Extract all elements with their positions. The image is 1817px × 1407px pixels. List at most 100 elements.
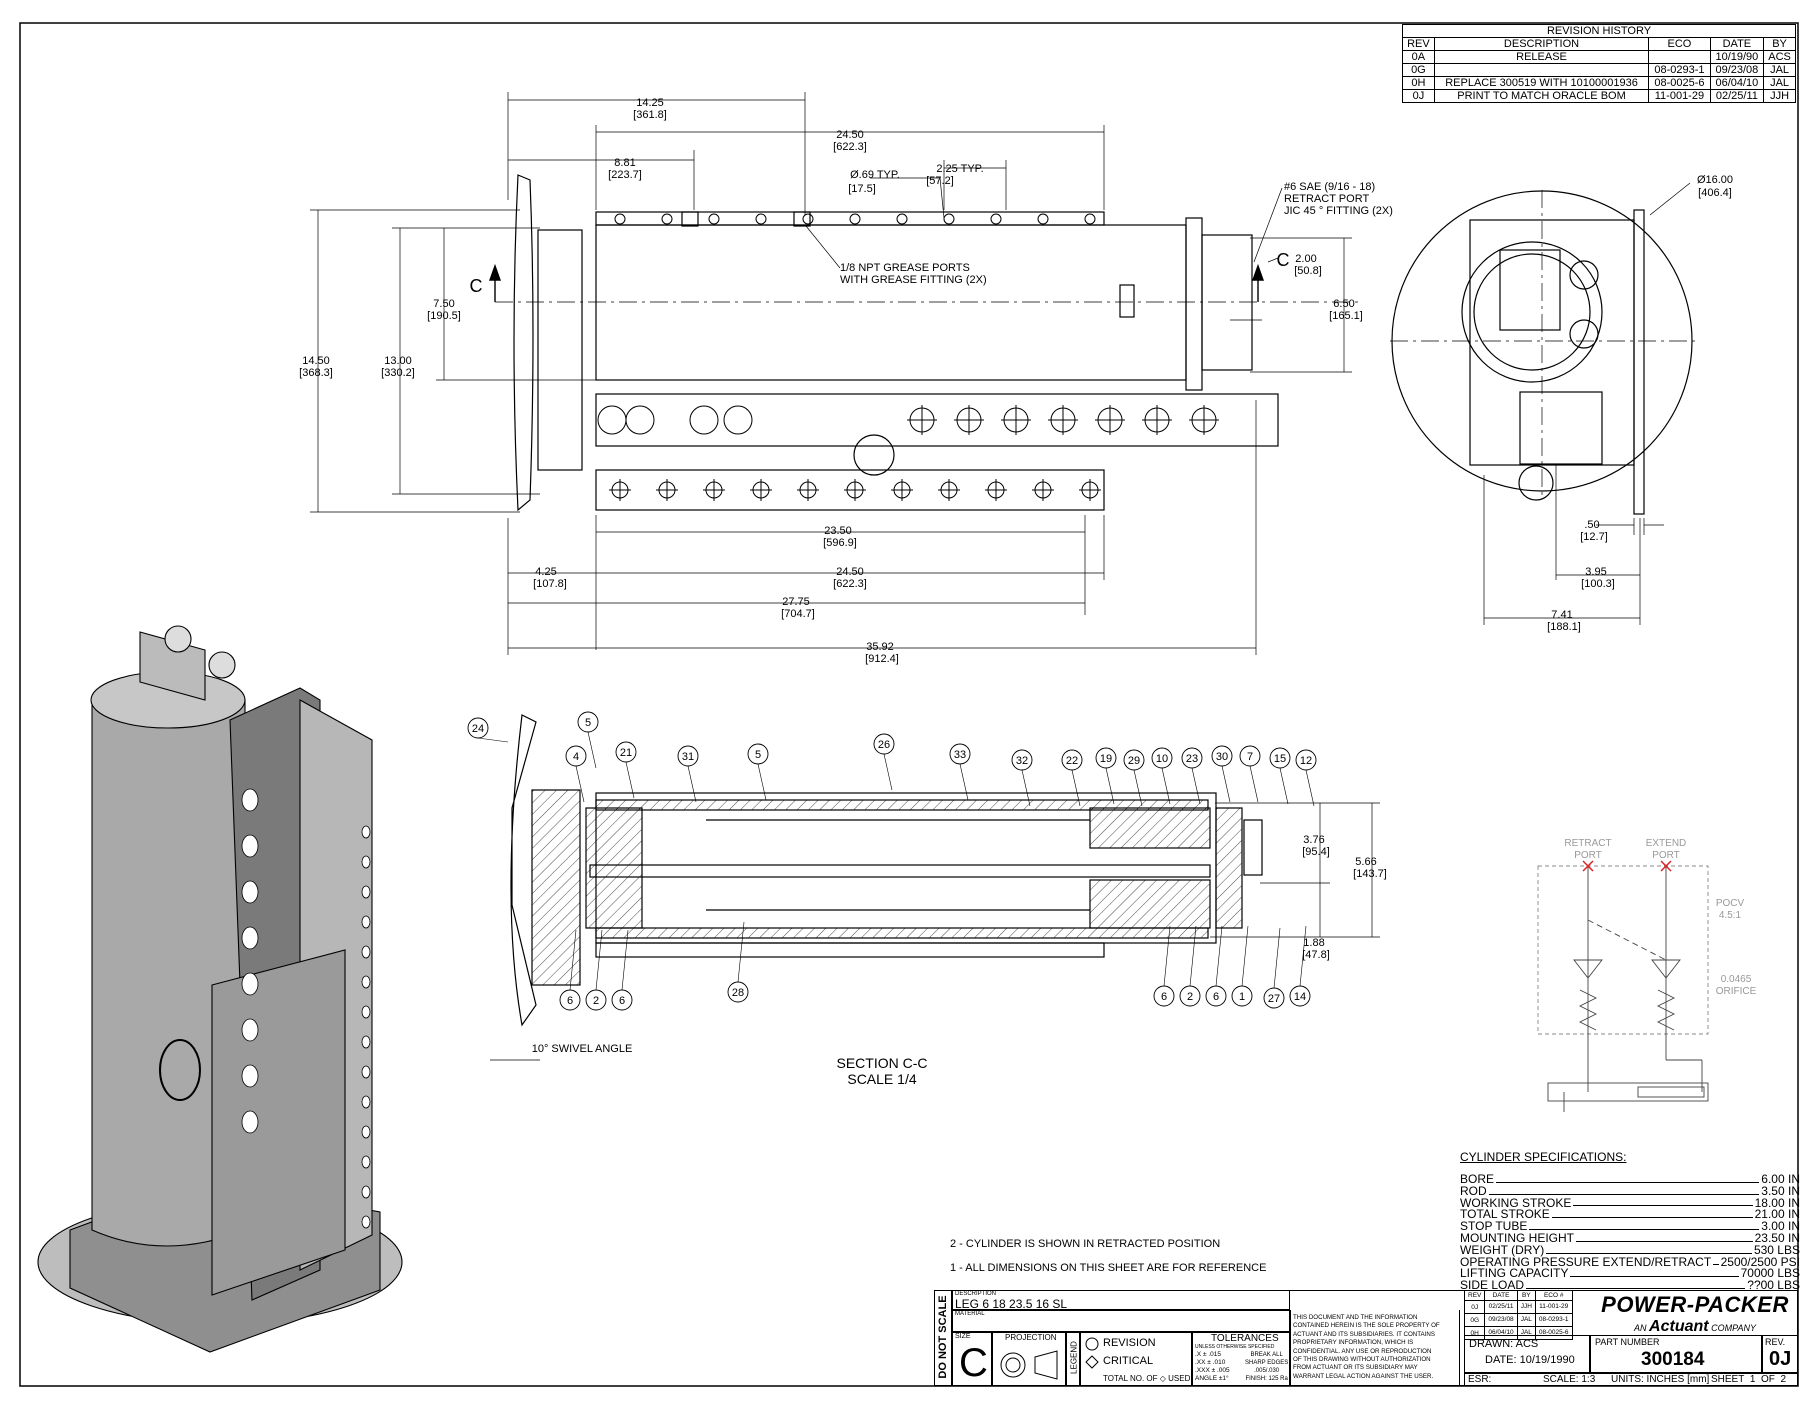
revision-history-header: REV DESCRIPTION ECO DATE BY — [1402, 37, 1796, 51]
dim-text: [330.2] — [381, 367, 415, 379]
rail-hole — [896, 213, 908, 225]
item-balloon — [1295, 749, 1317, 771]
col-header: ECO — [1648, 37, 1711, 51]
drawn-box: DRAWN: ACS DATE: 10/19/1990 — [1464, 1335, 1590, 1373]
lock-pin-ring — [853, 434, 895, 476]
cell: 08-0293-1 — [1648, 63, 1711, 77]
scale-label: SCALE: 1:3 — [1543, 1374, 1596, 1385]
rail-hole — [943, 213, 955, 225]
spec-value: 3.50 IN — [1761, 1183, 1800, 1198]
dim-text: [100.3] — [1581, 578, 1615, 590]
col-header: DATE — [1709, 37, 1765, 51]
item-balloon — [1011, 749, 1033, 771]
hex-plug — [1569, 260, 1599, 290]
balloon-number: 6 — [1213, 991, 1219, 1003]
iso-hole — [241, 1110, 259, 1134]
balloon-number: 7 — [1247, 751, 1253, 763]
valve-block — [1499, 249, 1561, 331]
brand-sub: AN Actuant COMPANY — [1634, 1318, 1756, 1335]
dim-text: [107.8] — [533, 578, 567, 590]
swivel-plate — [513, 174, 534, 512]
cell: 02/25/11 — [1709, 89, 1765, 103]
iso-hole — [241, 1018, 259, 1042]
dim-text: 4.25 — [535, 566, 556, 578]
iso-hole — [361, 945, 371, 959]
lock-pin-ring — [1518, 465, 1554, 501]
col-header: BY — [1763, 37, 1796, 51]
iso-hole — [361, 1035, 371, 1049]
balloon-number: 2 — [1187, 991, 1193, 1003]
item-balloon — [1205, 985, 1227, 1007]
iso-hole — [241, 972, 259, 996]
dim-text: [143.7] — [1353, 868, 1387, 880]
cell: REPLACE 300519 WITH 10100001936 — [1433, 76, 1650, 90]
cell: 0G — [1402, 63, 1435, 77]
cylinder-end — [1461, 241, 1603, 383]
dim-text: [912.4] — [865, 653, 899, 665]
dim-text: [57.2] — [926, 175, 954, 187]
valve-block — [1201, 234, 1253, 371]
iso-hole — [361, 825, 371, 839]
dim-text: 13.00 — [384, 355, 412, 367]
balloon-number: 15 — [1274, 753, 1286, 765]
spec-value: 6.00 IN — [1761, 1172, 1800, 1186]
tolerances-sub: UNLESS OTHERWISE SPECIFIED — [1195, 1344, 1275, 1350]
dim-text: [596.9] — [823, 537, 857, 549]
base-block — [537, 229, 583, 471]
side-rail — [1469, 219, 1635, 466]
spec-key: LIFTING CAPACITY — [1460, 1266, 1569, 1281]
rev-box: REV. 0J — [1762, 1335, 1798, 1373]
top-view-labels: 14.25 [361.8] 24.50 [622.3] 8.81 [223.7]… — [299, 97, 1393, 665]
dim-text: 24.50 — [836, 129, 864, 141]
slot-hole — [689, 405, 719, 435]
balloon-number: 5 — [585, 717, 591, 729]
dim-text: 35.92 — [866, 641, 894, 653]
balloon-number: 12 — [1300, 755, 1312, 767]
item-balloon — [1269, 747, 1291, 769]
dim-text: [223.7] — [608, 169, 642, 181]
slot-hole — [723, 405, 753, 435]
section-scale: SCALE 1/4 — [847, 1071, 916, 1087]
side-rail — [595, 393, 1279, 447]
item-balloon — [949, 743, 971, 765]
section-letter-right: C — [1277, 250, 1290, 270]
rail-hole — [990, 213, 1002, 225]
balloon-number: 31 — [682, 751, 694, 763]
grease-callout: WITH GREASE FITTING (2X) — [840, 274, 987, 286]
do-not-scale: DO NOT SCALE — [937, 1295, 949, 1379]
item-balloon — [1239, 745, 1261, 767]
note-1: 1 - ALL DIMENSIONS ON THIS SHEET ARE FOR… — [950, 1262, 1267, 1274]
item-balloon — [577, 711, 599, 733]
legend-strip: LEGEND — [1066, 1332, 1080, 1386]
cell: 09/23/08 — [1709, 63, 1765, 77]
iso-hole — [361, 1095, 371, 1109]
iso-hole — [361, 855, 371, 869]
item-balloon — [1123, 749, 1145, 771]
iso-hole — [361, 915, 371, 929]
spec-key: TOTAL STROKE — [1460, 1207, 1550, 1222]
balloon-number: 23 — [1186, 753, 1198, 765]
port-callout: #6 SAE (9/16 - 18) — [1284, 181, 1375, 193]
brand-name: POWER-PACKER — [1601, 1292, 1789, 1317]
balloon-number: 30 — [1216, 751, 1228, 763]
end-view-labels: Ø16.00 [406.4] .50 [12.7] 3.95 [100.3] 7… — [1547, 174, 1733, 633]
dim-text: 24.50 — [836, 566, 864, 578]
item-balloon — [1153, 985, 1175, 1007]
tolerances-title: TOLERANCES — [1211, 1333, 1279, 1344]
spec-value: 530 LBS — [1753, 1242, 1800, 1257]
item-balloon — [1151, 747, 1173, 769]
item-balloon — [565, 745, 587, 767]
dim-text: [368.3] — [299, 367, 333, 379]
projection-label: PROJECTION — [1005, 1333, 1057, 1342]
legend-label: LEGEND — [1069, 1341, 1079, 1374]
grease-fitting — [681, 211, 699, 227]
spec-value: ??00 LBS — [1747, 1278, 1800, 1293]
section-title: SECTION C-C — [837, 1055, 928, 1071]
spec-value: 21.00 IN — [1754, 1207, 1800, 1222]
pocv-label: 4.5:1 — [1719, 910, 1742, 921]
iso-hole — [361, 1155, 371, 1169]
cell: RELEASE — [1433, 50, 1650, 64]
rail-hole — [661, 213, 673, 225]
projection-symbol — [1000, 1350, 1058, 1380]
revision-history-title: REVISION HISTORY — [1402, 24, 1796, 38]
